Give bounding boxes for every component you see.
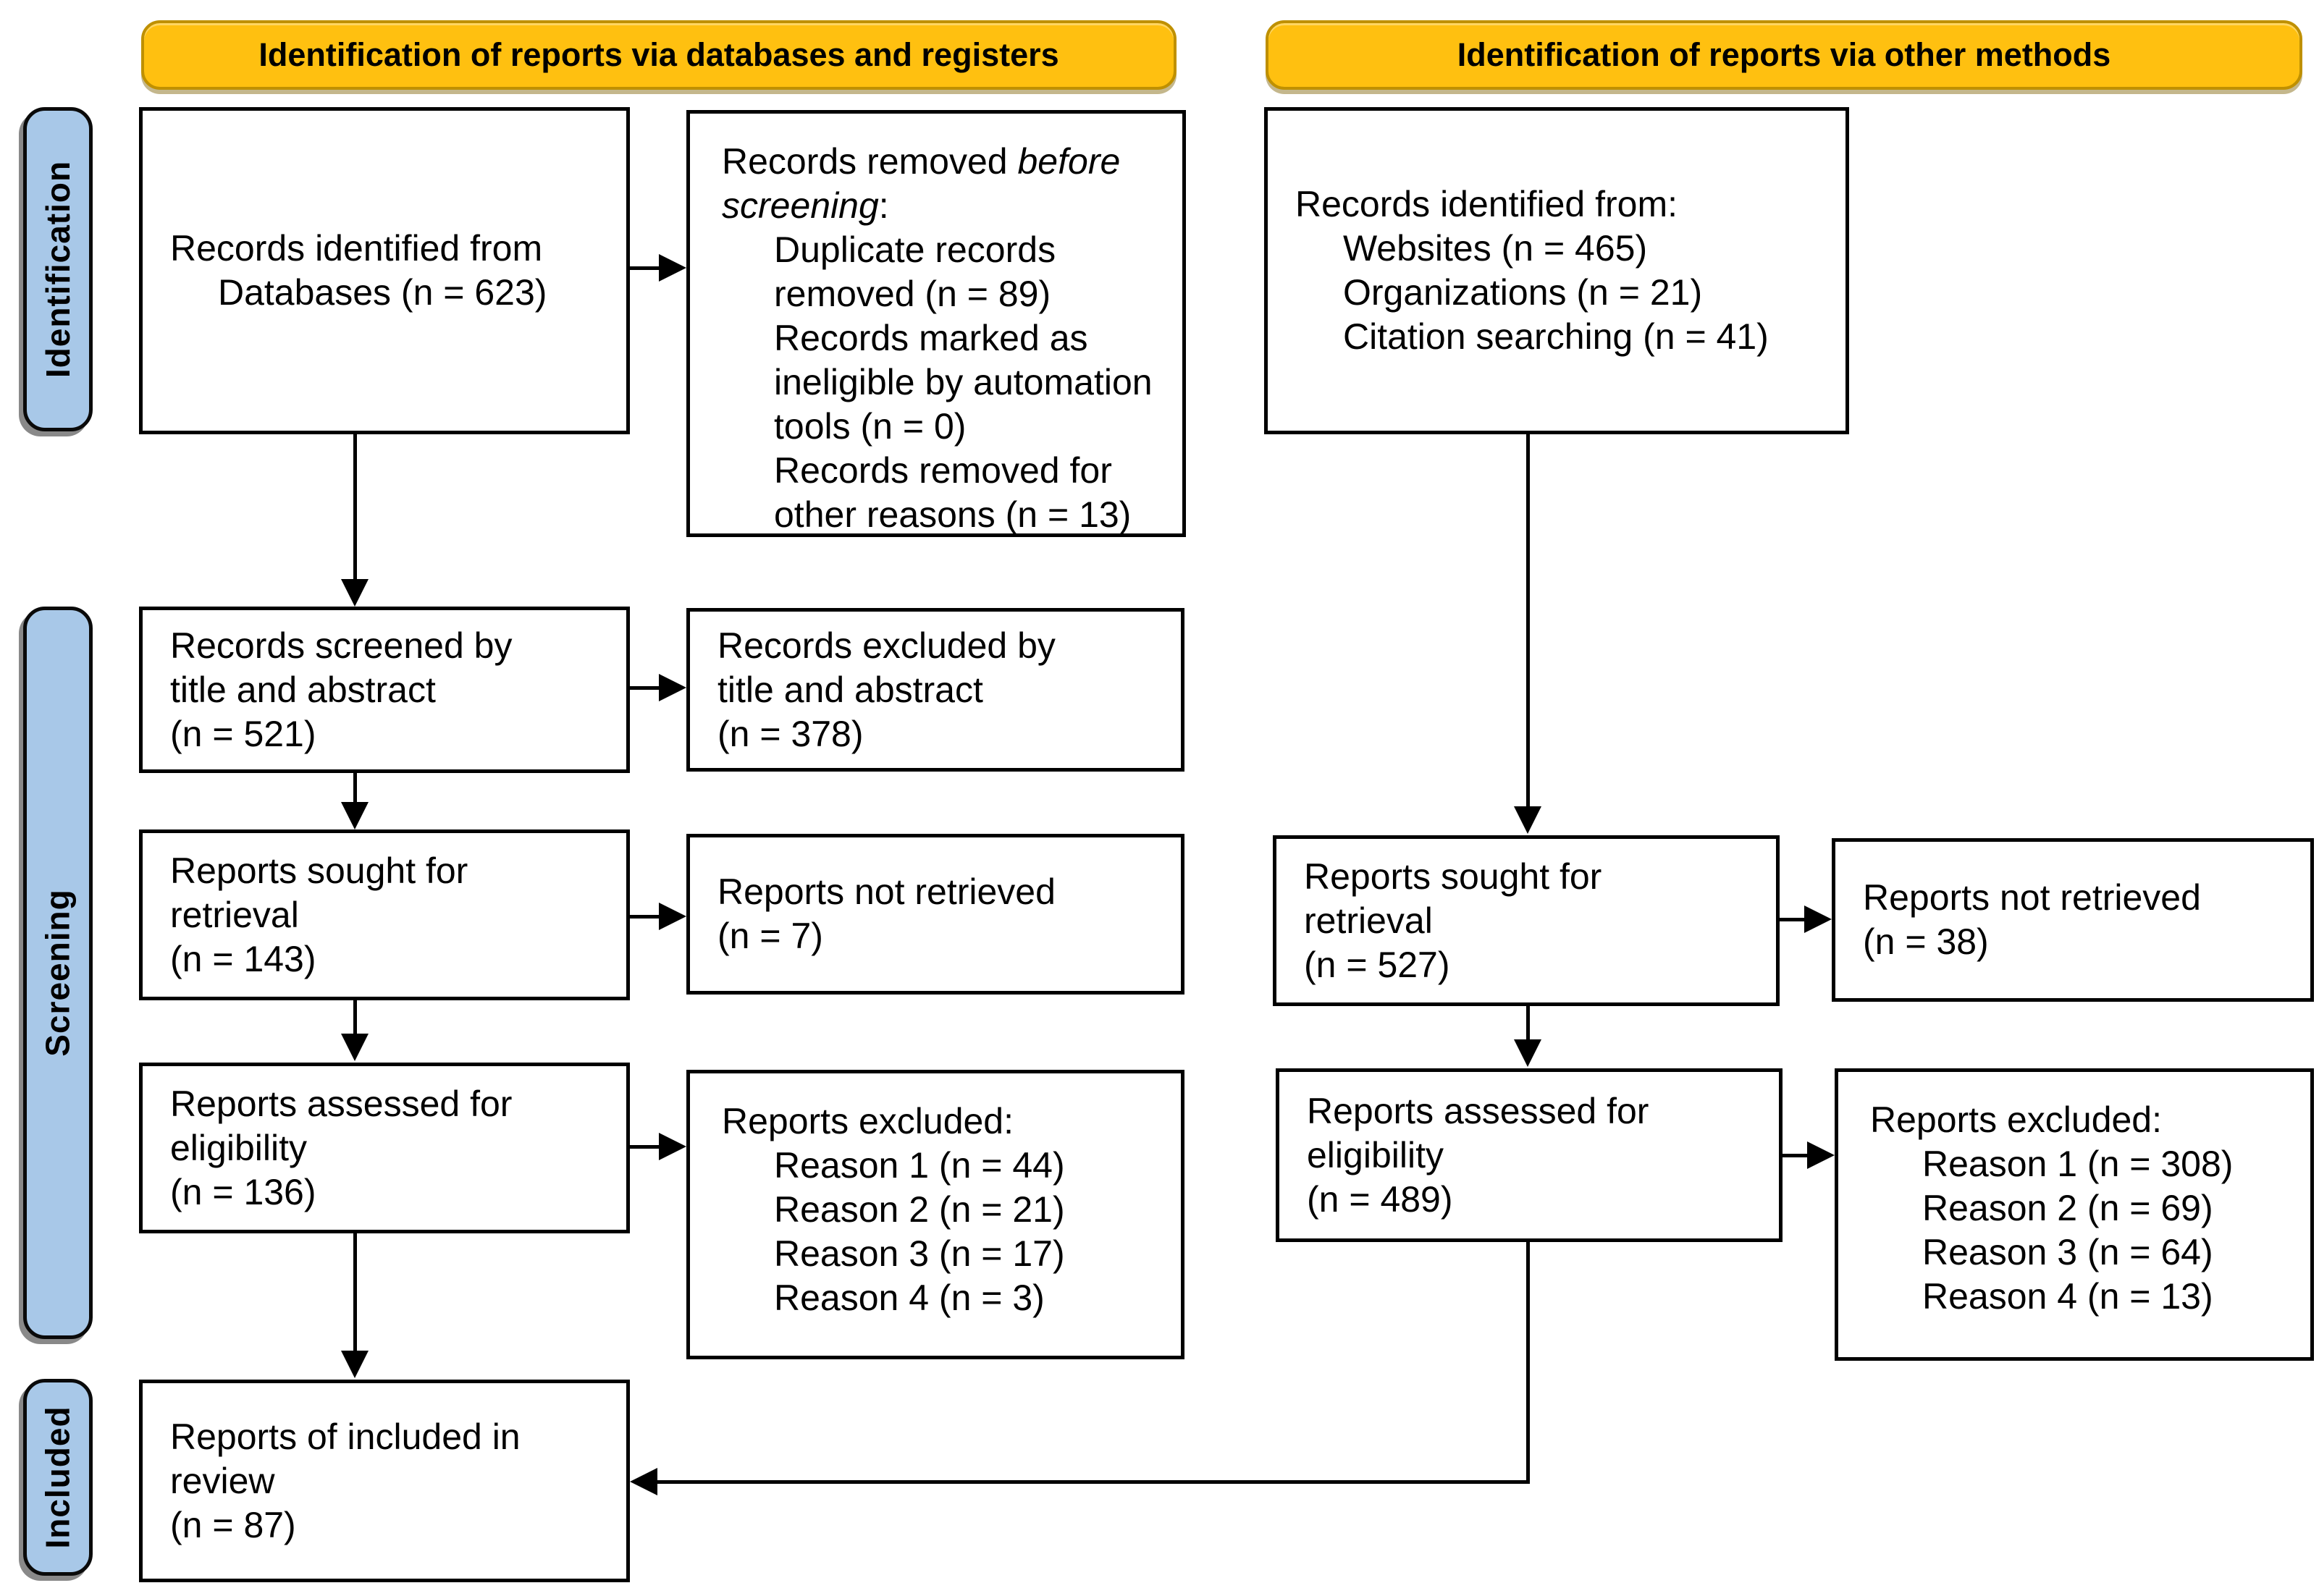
arrow-identified-to-screened-line [353,434,357,579]
list-item: Duplicate records removed (n = 89) [774,229,1056,314]
box-line: (n = 489) [1307,1178,1453,1220]
arrow-identified-to-screened-head [341,579,369,607]
stage-screening-label: Screening [39,889,77,1057]
stage-included-label: Included [39,1406,77,1549]
box-reports-sought-other: Reports sought for retrieval (n = 527) [1273,835,1780,1006]
arrow-sought-to-notretrieved-line [630,915,659,919]
arrow-identified-to-removed-line [630,266,659,270]
arrow-otheridentified-to-sought-head [1514,806,1541,834]
box-line: retrieval [170,894,299,935]
header-databases-registers-label: Identification of reports via databases … [258,36,1059,73]
list-item: Reason 3 (n = 64) [1922,1232,2213,1272]
box-line: review [170,1460,275,1501]
box-reports-excluded-other: Reports excluded: Reason 1 (n = 308) Rea… [1835,1068,2314,1361]
list-item: Websites (n = 465) [1343,228,1648,269]
box-title: Records removed before screening: [722,141,1121,226]
arrow-sought-to-notretrieved-head [659,903,686,930]
box-line: eligibility [1307,1134,1444,1175]
box-reports-sought-databases: Reports sought for retrieval (n = 143) [139,829,630,1000]
box-line: eligibility [170,1127,307,1168]
box-line: (n = 38) [1863,921,1989,962]
list-item: Organizations (n = 21) [1343,272,1703,313]
box-line: Reports sought for [1304,856,1602,897]
list-item: Reason 1 (n = 44) [774,1145,1065,1186]
box-line: Databases (n = 623) [218,272,547,313]
arrow-assessed-to-included-head [341,1351,369,1378]
arrow-othersought-to-notretrieved-head [1804,905,1832,933]
arrow-identified-to-removed-head [659,254,686,282]
box-records-identified-databases: Records identified from Databases (n = 6… [139,107,630,434]
list-item: Citation searching (n = 41) [1343,316,1769,357]
box-title: Records identified from: [1295,184,1678,224]
box-line: Records identified from [170,228,543,269]
box-reports-assessed-other: Reports assessed for eligibility (n = 48… [1276,1068,1783,1242]
stage-included: Included [23,1379,93,1576]
box-records-excluded-title-abstract: Records excluded by title and abstract (… [686,608,1184,772]
arrow-othersought-to-notretrieved-line [1780,918,1804,921]
box-reports-excluded-databases: Reports excluded: Reason 1 (n = 44) Reas… [686,1070,1184,1359]
list-item: Reason 3 (n = 17) [774,1233,1065,1274]
list-item: Records removed for other reasons (n = 1… [774,450,1132,535]
list-item: Reason 2 (n = 21) [774,1189,1065,1230]
box-line: (n = 527) [1304,944,1450,985]
box-line: (n = 87) [170,1504,296,1545]
box-line: (n = 7) [717,916,823,956]
list-item: Reason 4 (n = 13) [1922,1276,2213,1317]
box-line: Records screened by [170,625,513,666]
box-reports-not-retrieved-databases: Reports not retrieved (n = 7) [686,834,1184,995]
stage-screening: Screening [23,607,93,1339]
arrow-otheridentified-to-sought-line [1526,434,1530,806]
box-line: title and abstract [170,669,436,710]
box-reports-not-retrieved-other: Reports not retrieved (n = 38) [1832,838,2314,1002]
arrow-sought-to-assessed-line [353,1000,357,1034]
list-item: Reason 2 (n = 69) [1922,1188,2213,1228]
box-line: Reports sought for [170,850,468,891]
box-reports-assessed-databases: Reports assessed for eligibility (n = 13… [139,1063,630,1233]
elbow-otherassessed-head [630,1468,657,1495]
arrow-screened-to-excluded-line [630,686,659,690]
arrow-othersought-to-assessed-head [1514,1039,1541,1067]
box-line: Reports not retrieved [717,871,1056,912]
box-line: Reports assessed for [1307,1090,1649,1131]
box-line: Reports assessed for [170,1083,513,1124]
arrow-assessed-to-included-line [353,1233,357,1351]
elbow-otherassessed-vertical [1526,1242,1530,1484]
box-line: title and abstract [717,669,983,710]
arrow-assessed-to-excluded-line [630,1145,659,1149]
italic-before-screening: before screening [722,141,1121,226]
header-databases-registers: Identification of reports via databases … [141,20,1177,90]
arrow-screened-to-sought-head [341,802,369,829]
box-line: retrieval [1304,900,1433,941]
box-line: Reports not retrieved [1863,877,2201,918]
box-line: Reports of included in [170,1416,521,1457]
arrow-screened-to-excluded-head [659,674,686,701]
box-line: (n = 378) [717,713,864,754]
box-line: (n = 521) [170,713,316,754]
arrow-otherassessed-to-excluded-line [1783,1154,1807,1157]
box-title: Reports excluded: [1870,1099,2163,1140]
arrow-screened-to-sought-line [353,773,357,802]
box-records-screened: Records screened by title and abstract (… [139,607,630,773]
box-records-removed-before-screening: Records removed before screening: Duplic… [686,110,1186,537]
arrow-otherassessed-to-excluded-head [1807,1141,1835,1169]
box-reports-included-review: Reports of included in review (n = 87) [139,1380,630,1582]
header-other-methods-label: Identification of reports via other meth… [1457,36,2111,73]
header-other-methods: Identification of reports via other meth… [1266,20,2302,90]
arrow-othersought-to-assessed-line [1526,1006,1530,1039]
list-item: Reason 1 (n = 308) [1922,1144,2234,1184]
arrow-assessed-to-excluded-head [659,1133,686,1160]
stage-identification-label: Identification [39,160,77,379]
elbow-otherassessed-horizontal [657,1480,1530,1484]
stage-identification: Identification [23,107,93,431]
list-item: Records marked as ineligible by automati… [774,318,1153,447]
box-records-identified-other: Records identified from: Websites (n = 4… [1264,107,1849,434]
list-item: Reason 4 (n = 3) [774,1278,1045,1318]
box-line: (n = 143) [170,938,316,979]
box-title: Reports excluded: [722,1101,1014,1141]
box-line: (n = 136) [170,1171,316,1212]
arrow-sought-to-assessed-head [341,1034,369,1061]
box-line: Records excluded by [717,625,1056,666]
